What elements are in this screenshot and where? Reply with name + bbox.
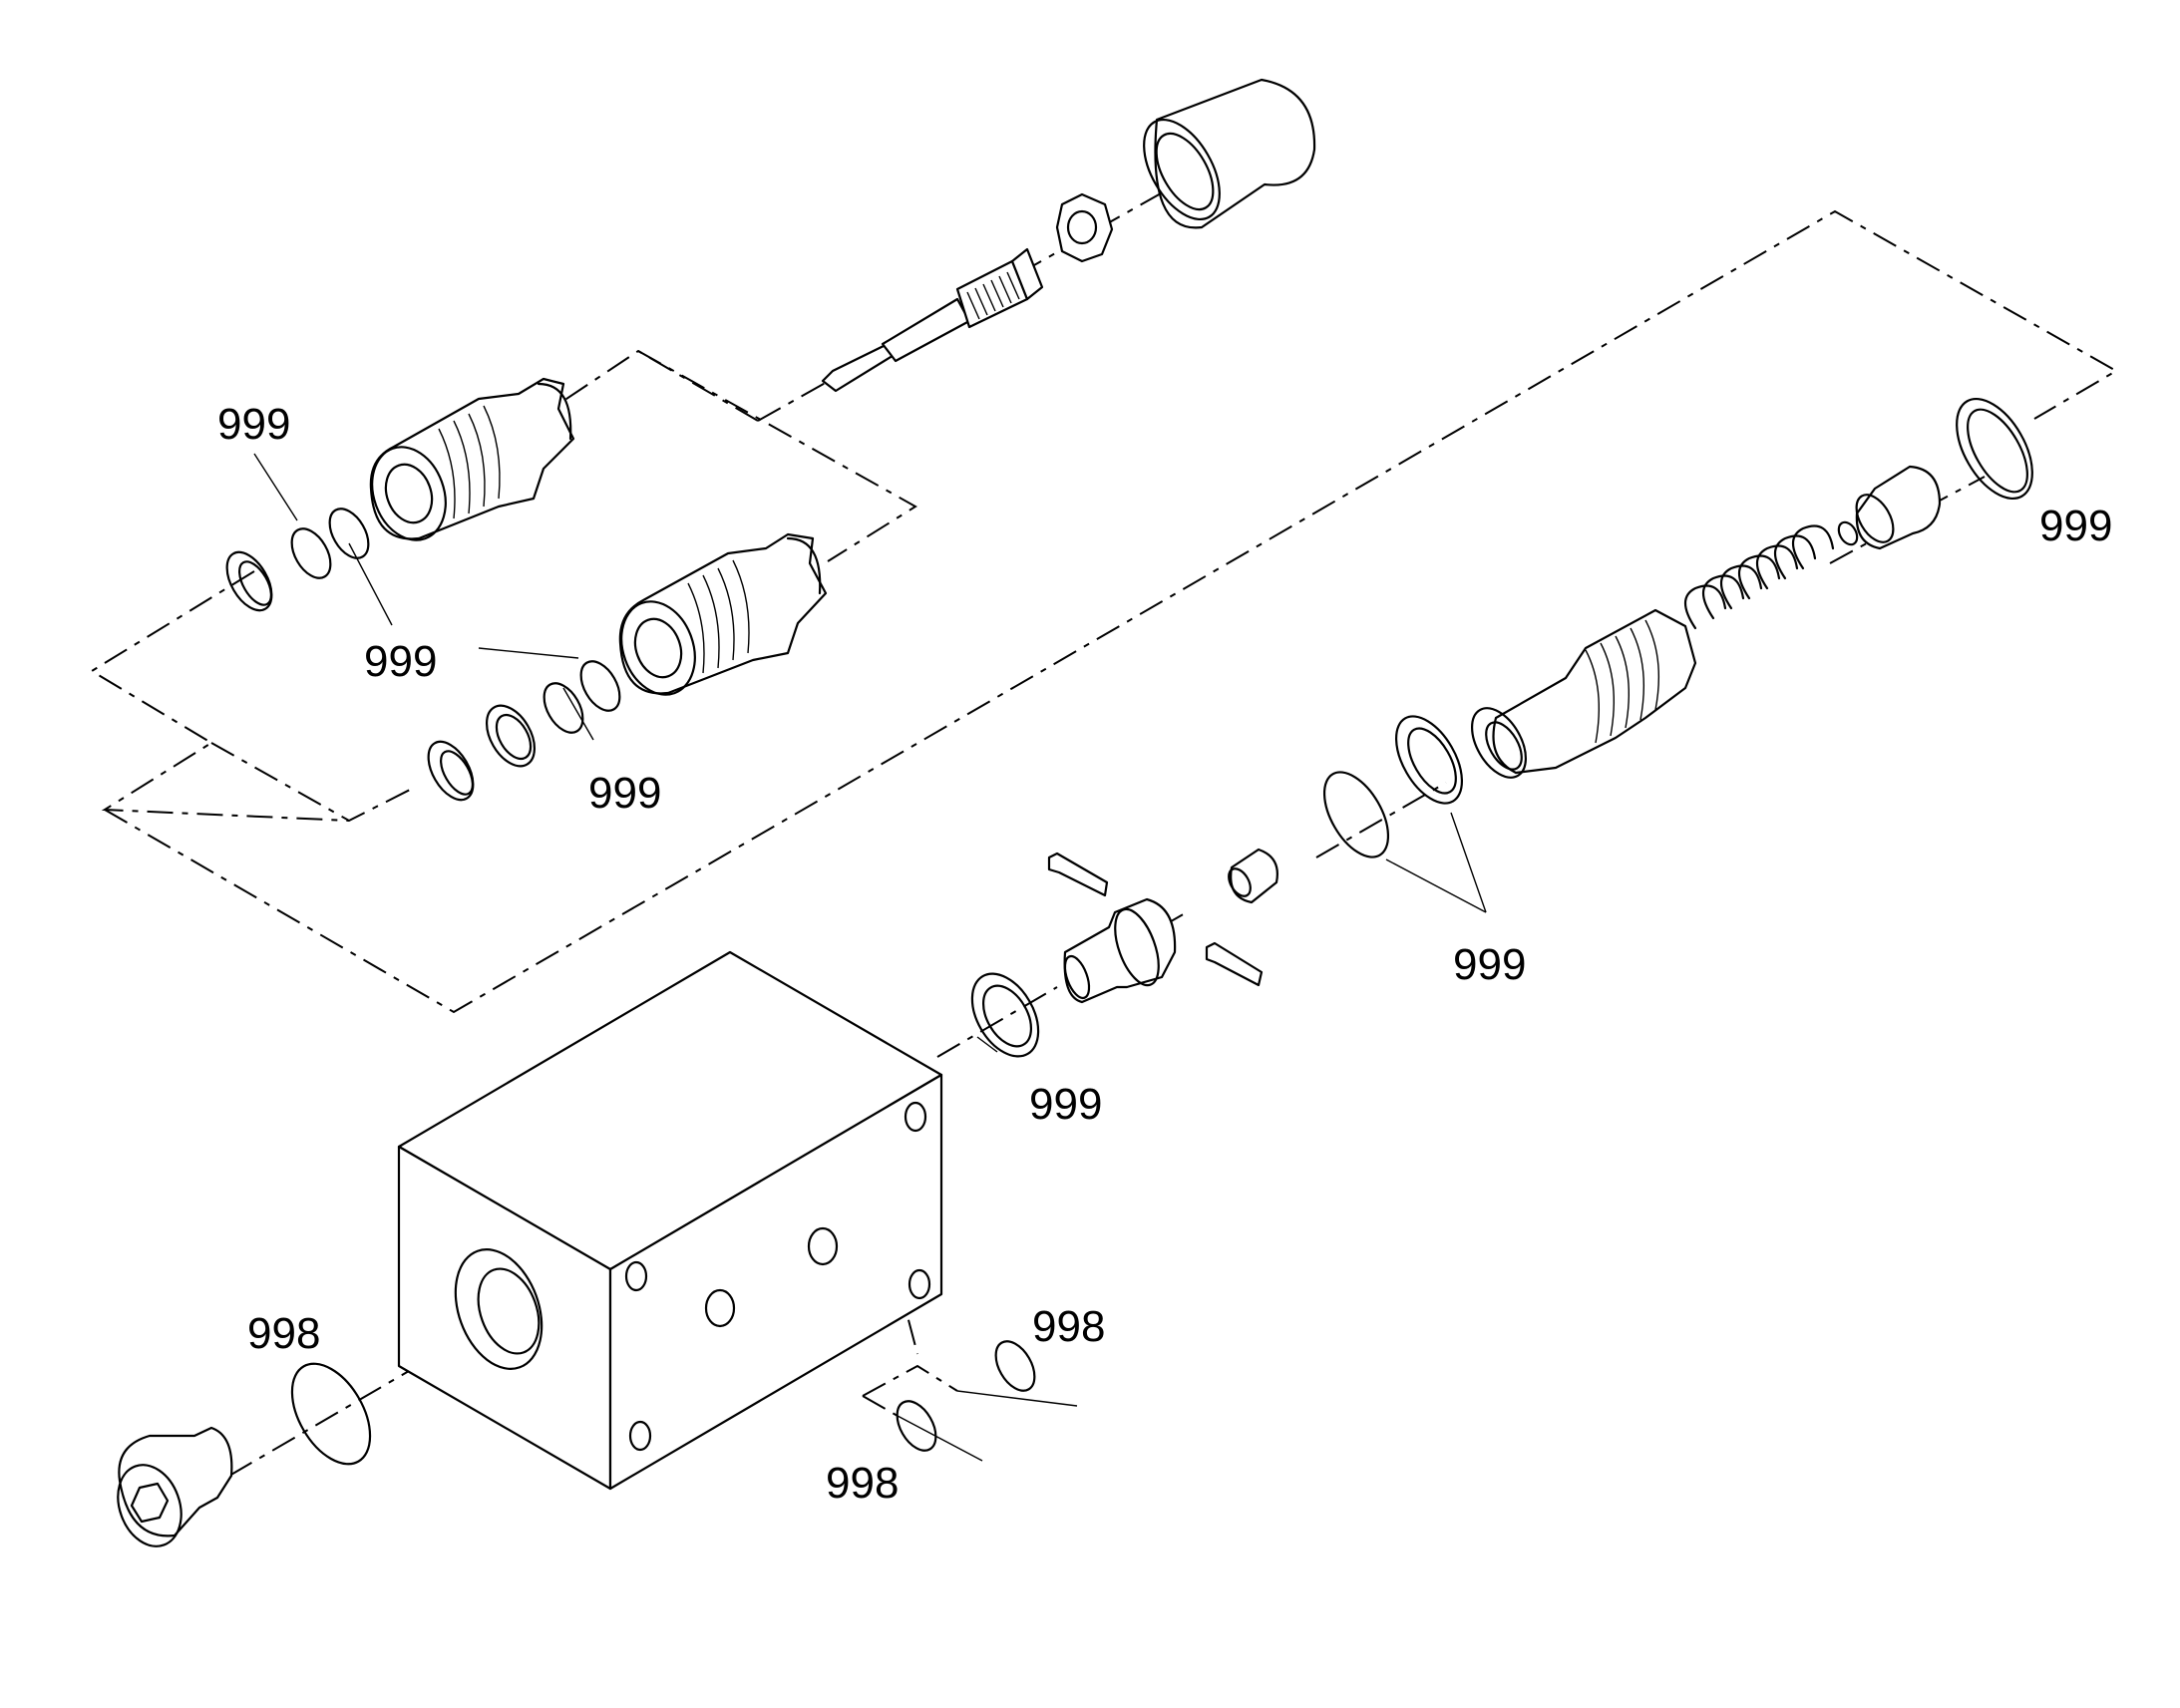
ring-lower-mid [970,972,1040,1058]
plug-screw [117,1426,233,1547]
callout-999-a: 999 [217,400,290,449]
spindle-stem [821,247,1044,393]
rings-right-mid [1322,715,1464,858]
callout-999-c: 999 [588,769,661,818]
callout-998-g: 998 [247,1309,320,1358]
piston [1063,897,1177,1004]
valve-block [397,950,943,1491]
ring-right-top [1956,397,2033,501]
spring [1683,524,1835,630]
callout-999-d: 999 [2039,502,2112,550]
callout-999-e: 999 [1453,940,1526,989]
assembly-lines [90,183,2119,1477]
callout-labels: 999 999 999 999 999 999 998 998 998 [217,400,2112,1508]
clips [1047,852,1264,987]
valve-seat [1855,465,1942,550]
callout-998-i: 998 [826,1459,899,1508]
small-o-ring [1837,520,1859,546]
seal-rings-left [225,508,621,802]
small-poppet [1228,848,1278,904]
callout-999-f: 999 [1029,1080,1102,1129]
fitting-upper [369,377,575,541]
o-rings-998 [290,1340,1036,1466]
adjuster-housing [1470,608,1697,779]
leader-lines [253,453,1487,1462]
fitting-lower [618,532,828,696]
callout-998-h: 998 [1032,1302,1105,1351]
callout-999-b: 999 [364,637,437,686]
hex-nut [1055,192,1114,263]
cap-sleeve [1143,78,1316,229]
